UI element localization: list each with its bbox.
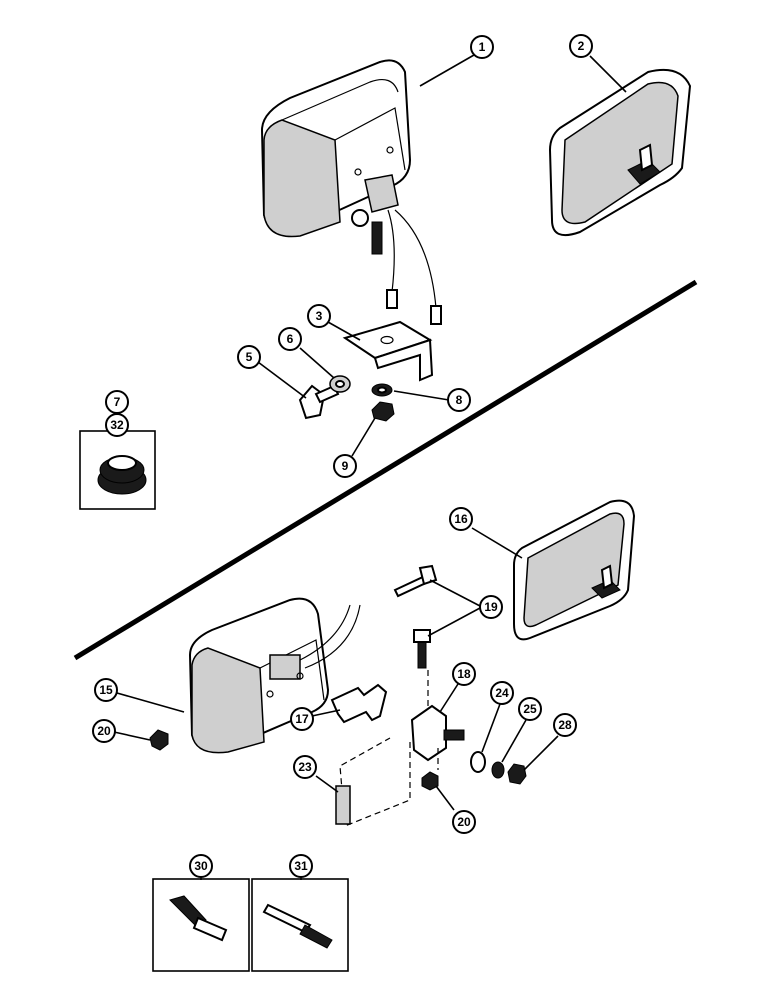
callout-label: 5 xyxy=(246,350,253,364)
callout-19: 19 xyxy=(479,595,503,619)
callout-label: 15 xyxy=(99,683,113,697)
callout-label: 6 xyxy=(287,332,294,346)
nut-28 xyxy=(507,763,527,785)
callout-28: 28 xyxy=(553,713,577,737)
callout-2: 2 xyxy=(569,34,593,58)
callout-label: 16 xyxy=(454,512,468,526)
mounting-bracket-upper xyxy=(342,320,434,382)
nut-lower-right xyxy=(421,771,439,791)
callout-23: 23 xyxy=(293,755,317,779)
callout-label: 2 xyxy=(578,39,585,53)
callout-16: 16 xyxy=(449,507,473,531)
u-bracket xyxy=(330,683,388,724)
angle-bracket-lower xyxy=(410,704,465,762)
connector-box-30 xyxy=(152,878,250,972)
connector-box-31 xyxy=(251,878,349,972)
callout-25: 25 xyxy=(518,697,542,721)
callout-20-left: 20 xyxy=(92,719,116,743)
lamp-lens-upper xyxy=(548,68,692,236)
callout-label: 3 xyxy=(316,309,323,323)
nut-upper xyxy=(371,401,395,422)
callout-label: 28 xyxy=(558,718,572,732)
lock-washer-lower xyxy=(491,761,505,779)
callout-5: 5 xyxy=(237,345,261,369)
callout-label: 20 xyxy=(457,815,471,829)
callout-9: 9 xyxy=(333,454,357,478)
callout-8: 8 xyxy=(447,388,471,412)
callout-20-right: 20 xyxy=(452,810,476,834)
leader-lines xyxy=(113,54,627,880)
callout-30: 30 xyxy=(189,854,213,878)
callout-label: 20 xyxy=(97,724,111,738)
bolts-lower xyxy=(393,564,438,669)
callout-label: 1 xyxy=(479,40,486,54)
grommet-box xyxy=(79,430,156,510)
callout-1: 1 xyxy=(470,35,494,59)
callout-18: 18 xyxy=(452,662,476,686)
lamp-housing-lower xyxy=(188,597,361,754)
callout-31: 31 xyxy=(289,854,313,878)
callout-label: 8 xyxy=(456,393,463,407)
callout-label: 30 xyxy=(194,859,208,873)
nut-lower-left xyxy=(149,729,169,751)
lamp-lens-lower xyxy=(513,499,636,641)
callout-17: 17 xyxy=(290,707,314,731)
callout-label: 18 xyxy=(457,667,471,681)
callout-label: 25 xyxy=(523,702,537,716)
bolt-upper xyxy=(298,384,340,420)
callout-3: 3 xyxy=(307,304,331,328)
divider-line xyxy=(73,279,698,661)
callout-label: 23 xyxy=(298,760,312,774)
callout-label: 32 xyxy=(110,418,124,432)
callout-label: 17 xyxy=(295,712,309,726)
flat-washer-lower xyxy=(470,751,486,773)
callout-label: 7 xyxy=(114,395,121,409)
callout-label: 31 xyxy=(294,859,308,873)
callout-6: 6 xyxy=(278,327,302,351)
dashed-guides xyxy=(339,670,439,827)
callout-label: 9 xyxy=(342,459,349,473)
callout-label: 24 xyxy=(495,686,509,700)
callout-32: 32 xyxy=(105,413,129,437)
lamp-housing-upper xyxy=(260,59,442,325)
callout-24: 24 xyxy=(490,681,514,705)
callout-label: 19 xyxy=(484,600,498,614)
spacer-tube xyxy=(335,785,351,825)
callout-15: 15 xyxy=(94,678,118,702)
callout-7: 7 xyxy=(105,390,129,414)
